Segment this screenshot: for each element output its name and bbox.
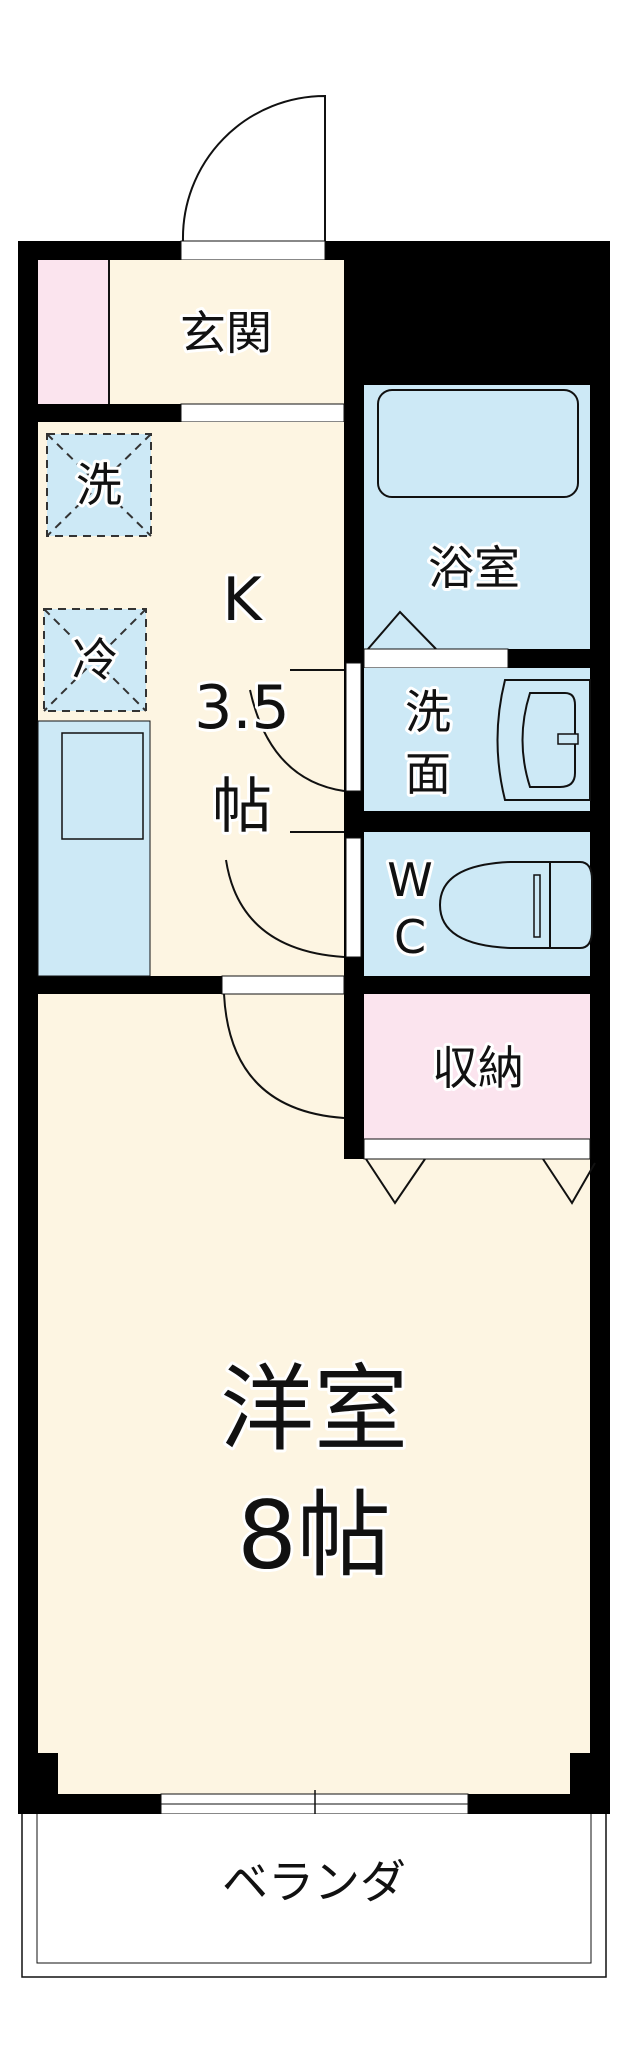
label-kitchen-size: 3.5: [194, 673, 289, 743]
room-western-upper: [38, 994, 344, 1159]
room-entrance: [109, 260, 344, 404]
balcony: [21, 1814, 607, 1978]
entry-door-swing: [181, 94, 326, 242]
storage-door-left: [365, 1158, 426, 1205]
bathtub: [377, 389, 579, 498]
fridge-space: 冷: [43, 608, 147, 712]
label-kitchen: K: [222, 565, 263, 635]
washbasin: [496, 679, 591, 801]
balcony-window[interactable]: [160, 1790, 469, 1818]
label-washroom-1: 洗: [405, 685, 451, 739]
label-western-room-size: 8帖: [237, 1482, 391, 1591]
label-storage: 収納: [432, 1041, 524, 1095]
entrance-door-opening: [180, 403, 345, 423]
storage: [364, 994, 590, 1139]
bath-door: [367, 610, 437, 650]
label-toilet-1: W: [387, 853, 432, 907]
storage-door-right: [542, 1158, 596, 1205]
shoe-closet: [38, 260, 109, 404]
label-western-room: 洋室: [220, 1356, 408, 1465]
label-entrance: 玄関: [180, 306, 272, 360]
label-kitchen-unit: 帖: [212, 772, 272, 842]
label-fridge: 冷: [72, 633, 118, 687]
toilet-door-swing: [225, 859, 345, 958]
western-room-door[interactable]: [221, 975, 345, 995]
label-washer: 洗: [76, 458, 122, 512]
washer-space: 洗: [46, 433, 152, 537]
bath-door-opening: [363, 648, 509, 669]
label-balcony: ベランダ: [222, 1855, 406, 1909]
label-toilet-2: C: [394, 910, 426, 964]
label-bath: 浴室: [428, 541, 520, 595]
toilet-door[interactable]: [345, 837, 362, 958]
room-western: [38, 1159, 590, 1753]
toilet-fixture: [438, 861, 593, 949]
washroom-door[interactable]: [345, 662, 362, 792]
storage-door[interactable]: [363, 1138, 591, 1160]
entry-door[interactable]: [180, 240, 326, 261]
kitchen-counter: [37, 720, 151, 977]
label-washroom-2: 面: [405, 747, 451, 801]
washroom-door-swing: [249, 689, 345, 792]
western-door-swing: [223, 993, 345, 1119]
